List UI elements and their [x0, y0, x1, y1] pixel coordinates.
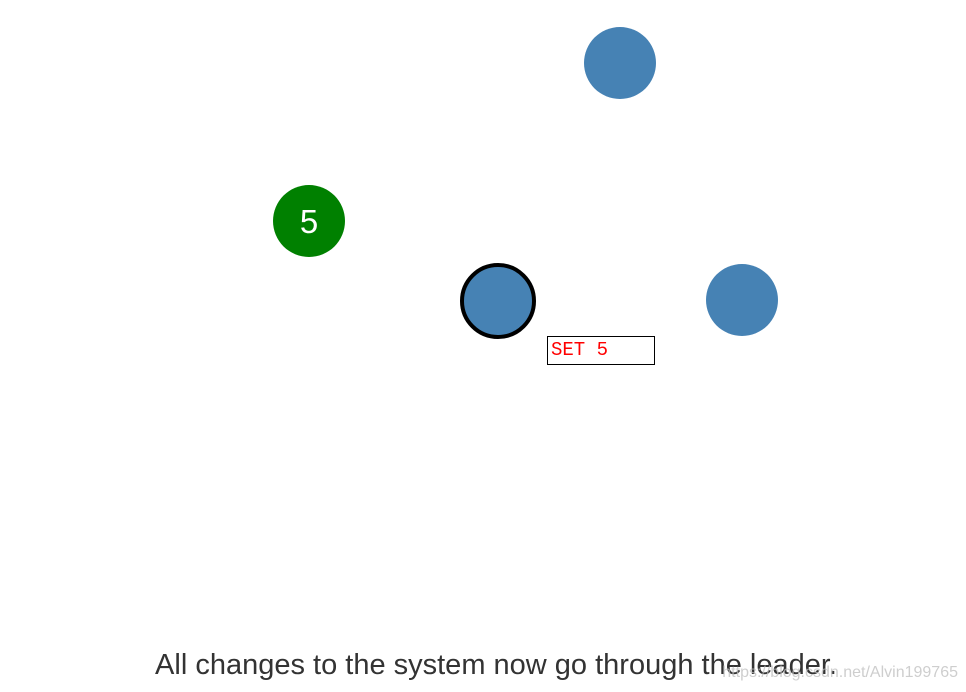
watermark: https://blog.csdn.net/Alvin199765	[722, 664, 958, 681]
client-node: 5	[273, 185, 345, 257]
client-node-value: 5	[299, 202, 319, 240]
set-command-message: SET 5	[547, 336, 655, 365]
leader-node	[460, 263, 536, 339]
diagram-caption: All changes to the system now go through…	[155, 649, 837, 681]
follower-node-top	[584, 27, 656, 99]
follower-node-right	[706, 264, 778, 336]
